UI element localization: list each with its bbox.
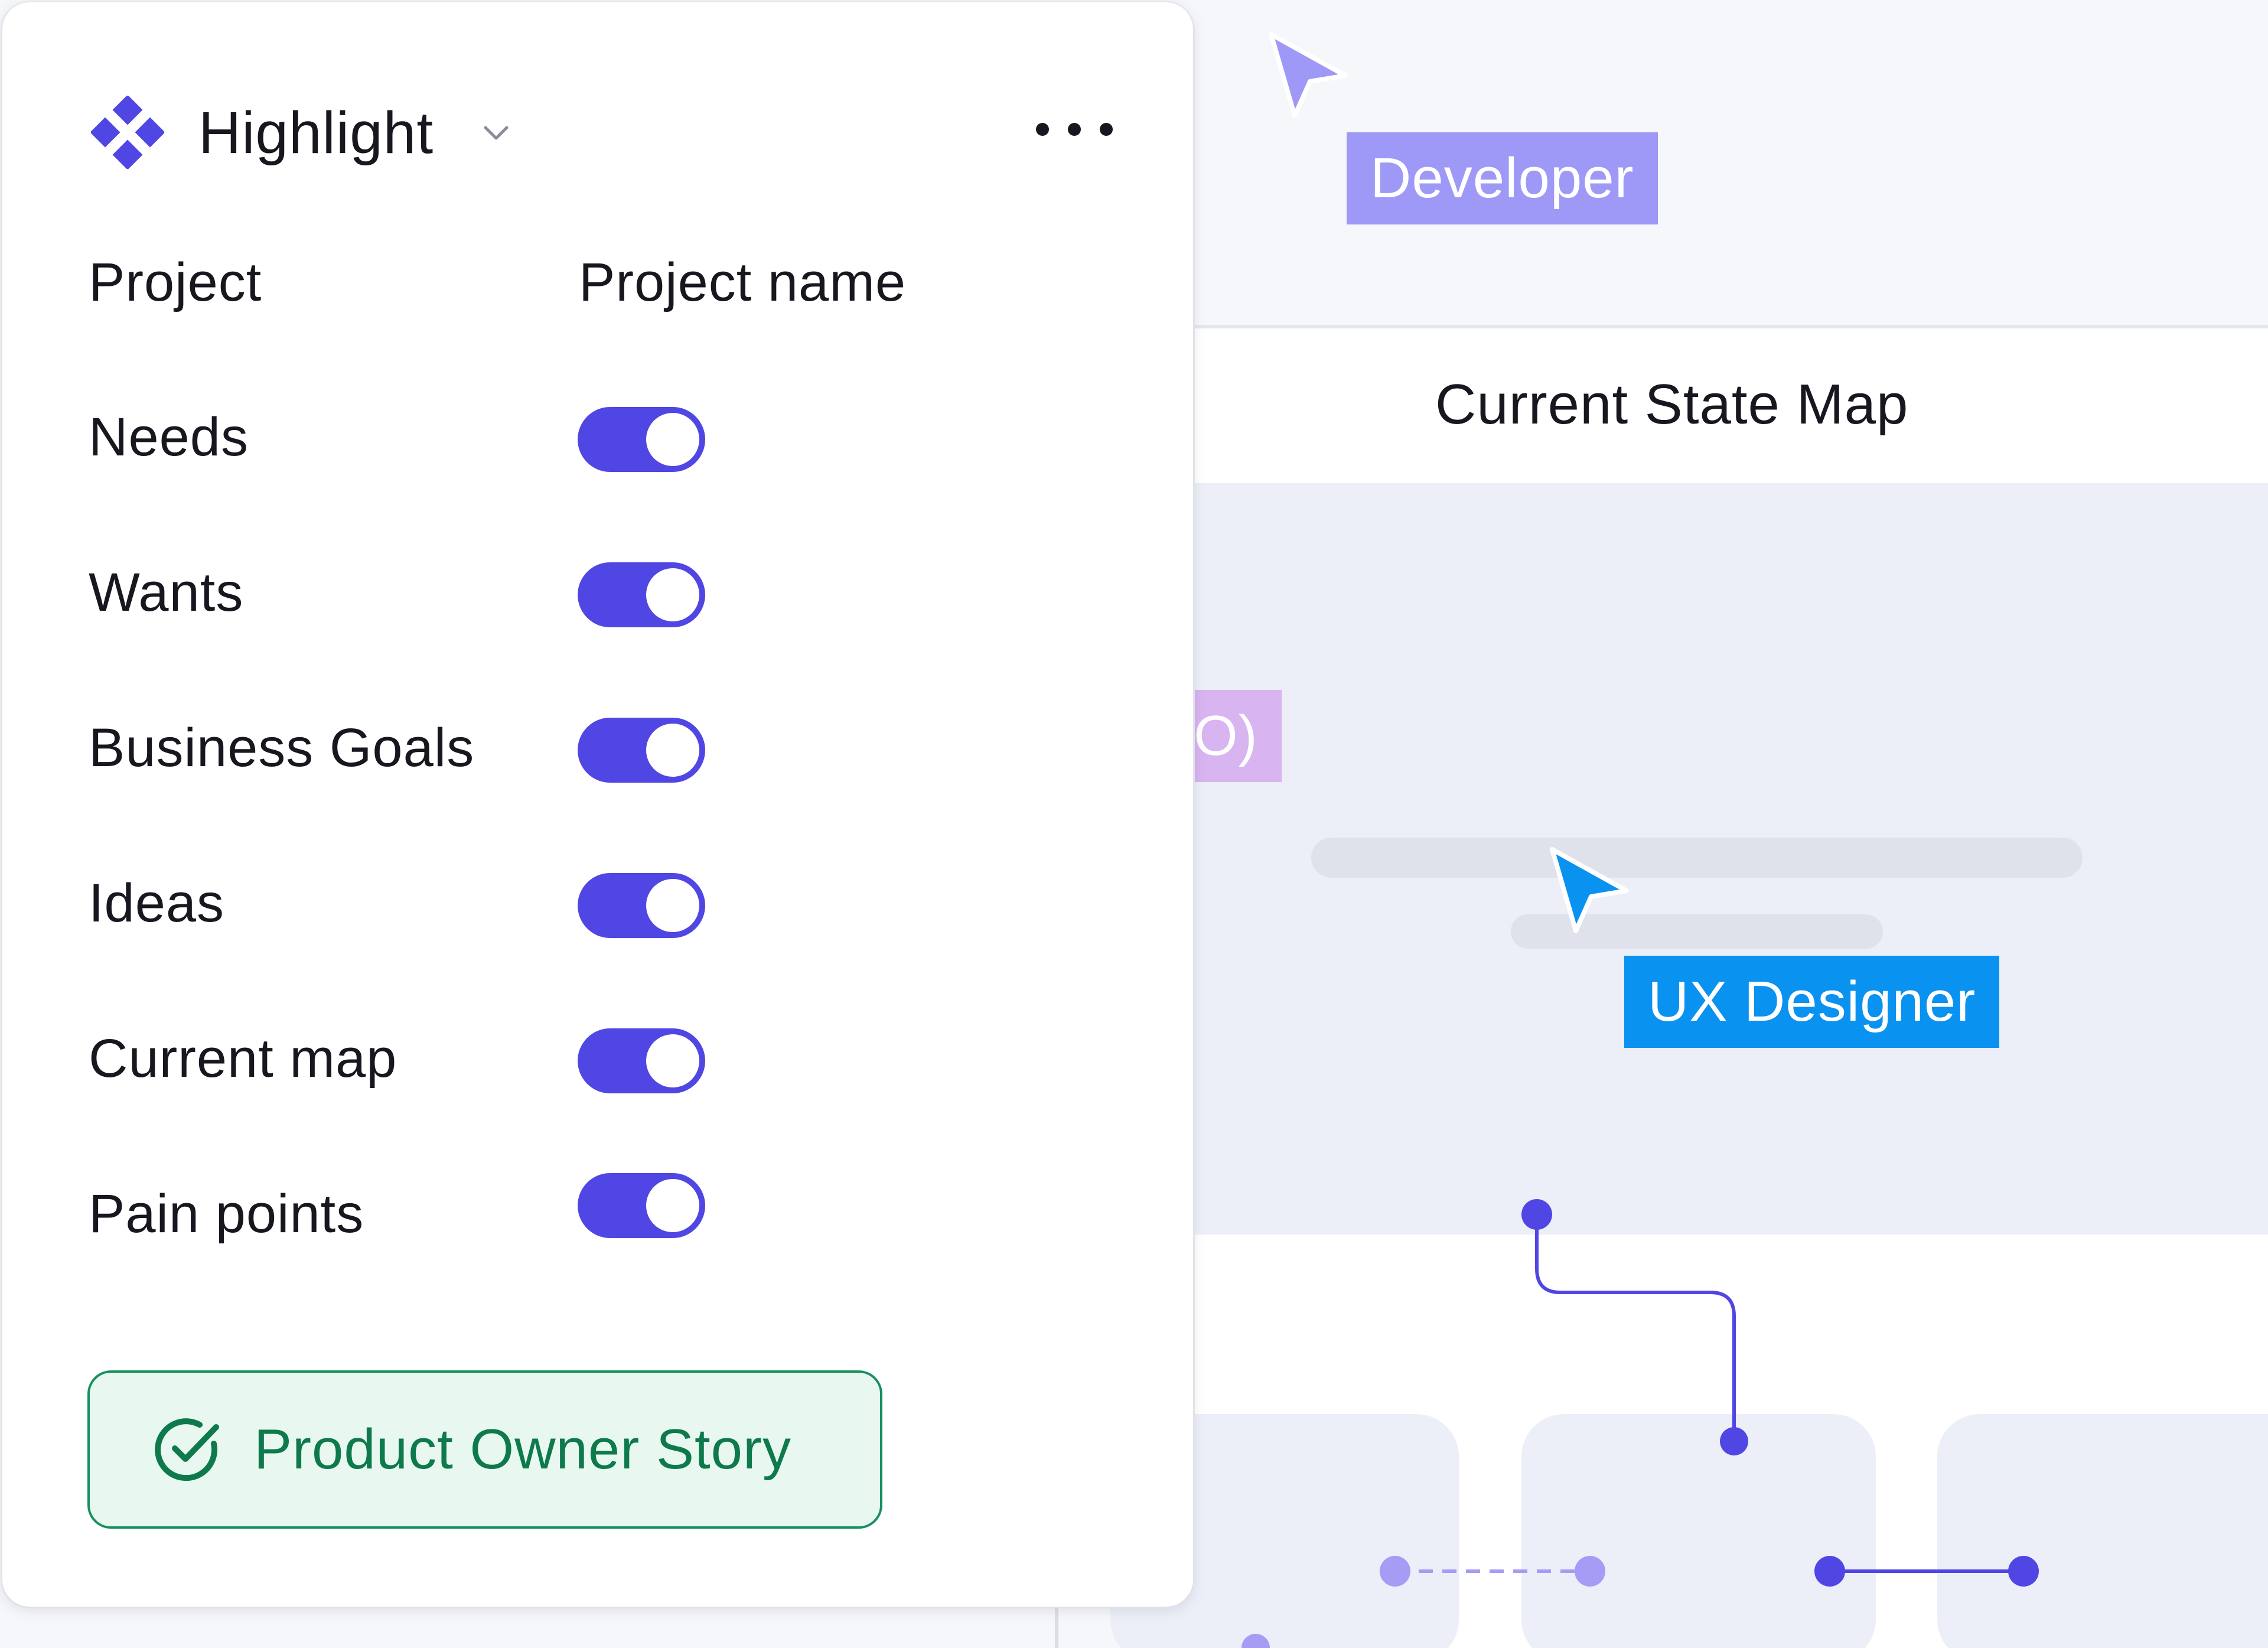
connector-dot	[1720, 1427, 1748, 1455]
product-owner-story-button[interactable]: Product Owner Story	[87, 1370, 882, 1529]
panel-header: Highlight	[91, 91, 1119, 174]
connector-line	[1535, 1214, 1736, 1441]
toggle-label-current-map: Current map	[89, 1028, 397, 1089]
highlight-panel: Highlight Project Project name Needs Wan…	[2, 2, 1193, 1607]
diamond-cluster-icon	[91, 96, 164, 169]
connector-dot	[1814, 1556, 1845, 1587]
toggle-label-needs: Needs	[89, 407, 249, 467]
needs-toggle[interactable]	[578, 407, 705, 472]
connector-dot	[1241, 1634, 1270, 1648]
board-divider	[1193, 325, 2268, 328]
placeholder-bar	[1311, 838, 2083, 878]
connector-dot	[1380, 1556, 1410, 1587]
current-map-toggle[interactable]	[578, 1028, 705, 1093]
project-label: Project	[89, 252, 262, 312]
toggle-label-business-goals: Business Goals	[89, 718, 475, 778]
connector-dot	[2008, 1556, 2039, 1587]
chevron-down-icon[interactable]	[478, 115, 514, 150]
project-name-value[interactable]: Project name	[579, 252, 907, 312]
toggle-label-ideas: Ideas	[89, 873, 225, 933]
frame-title-bar	[1193, 328, 2268, 483]
app-title[interactable]: Highlight	[198, 100, 434, 166]
map-card[interactable]	[1521, 1414, 1876, 1648]
ideas-toggle[interactable]	[578, 873, 705, 938]
developer-cursor-label: Developer	[1347, 132, 1658, 224]
connector-dot	[1575, 1556, 1605, 1587]
ux-designer-cursor-icon	[1545, 845, 1634, 939]
story-button-label: Product Owner Story	[254, 1418, 791, 1481]
ux-designer-cursor-label: UX Designer	[1624, 956, 2000, 1048]
wants-toggle[interactable]	[578, 562, 705, 627]
check-circle-icon	[155, 1418, 219, 1481]
toggle-label-wants: Wants	[89, 562, 244, 623]
business-goals-toggle[interactable]	[578, 718, 705, 783]
board-edge	[1055, 1607, 1058, 1648]
developer-cursor-icon	[1264, 30, 1353, 124]
map-card[interactable]	[1937, 1414, 2268, 1648]
toggle-label-pain-points: Pain points	[89, 1184, 364, 1244]
connector-dot	[1521, 1199, 1552, 1230]
frame-title[interactable]: Current State Map	[1435, 373, 1909, 436]
pain-points-toggle[interactable]	[578, 1173, 705, 1238]
more-horizontal-icon[interactable]	[1036, 109, 1113, 150]
